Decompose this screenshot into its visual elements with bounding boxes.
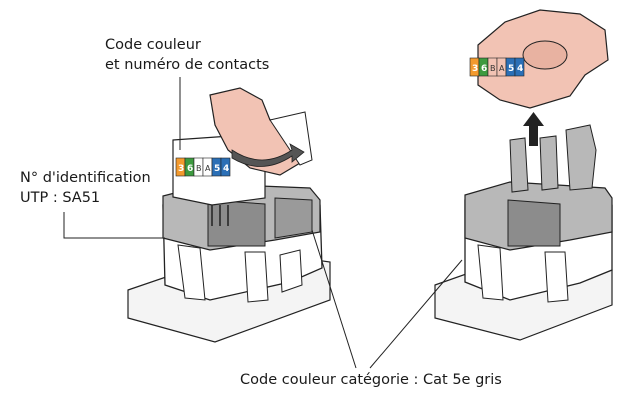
left-contact-5: 5 [214,164,220,174]
label-code-couleur-line2: et numéro de contacts [105,57,270,73]
right-assembly: 3 6 B A 5 4 [434,9,613,341]
leader-lines [63,77,463,369]
rotate-arrow-icon [231,143,305,167]
label-code-couleur-line1: Code couleur [105,37,201,53]
left-contact-4: A [205,164,211,173]
label-identification-line2: UTP : SA51 [20,190,101,206]
right-contact-6: 4 [517,64,523,74]
arrow-up-icon [523,112,544,146]
left-contact-3: B [196,164,202,173]
right-contact-2: 6 [481,64,487,74]
label-identification-line1: N° d'identification [20,170,151,186]
right-contact-4: A [499,64,505,73]
left-contact-6: 4 [223,164,229,174]
right-contact-1: 3 [472,64,478,74]
left-contact-2: 6 [187,164,193,174]
right-contact-3: B [490,64,496,73]
left-assembly: 3 6 B A 5 4 [127,87,331,343]
left-contact-1: 3 [178,164,184,174]
right-contact-5: 5 [508,64,514,74]
label-category-code: Code couleur catégorie : Cat 5e gris [240,372,502,388]
